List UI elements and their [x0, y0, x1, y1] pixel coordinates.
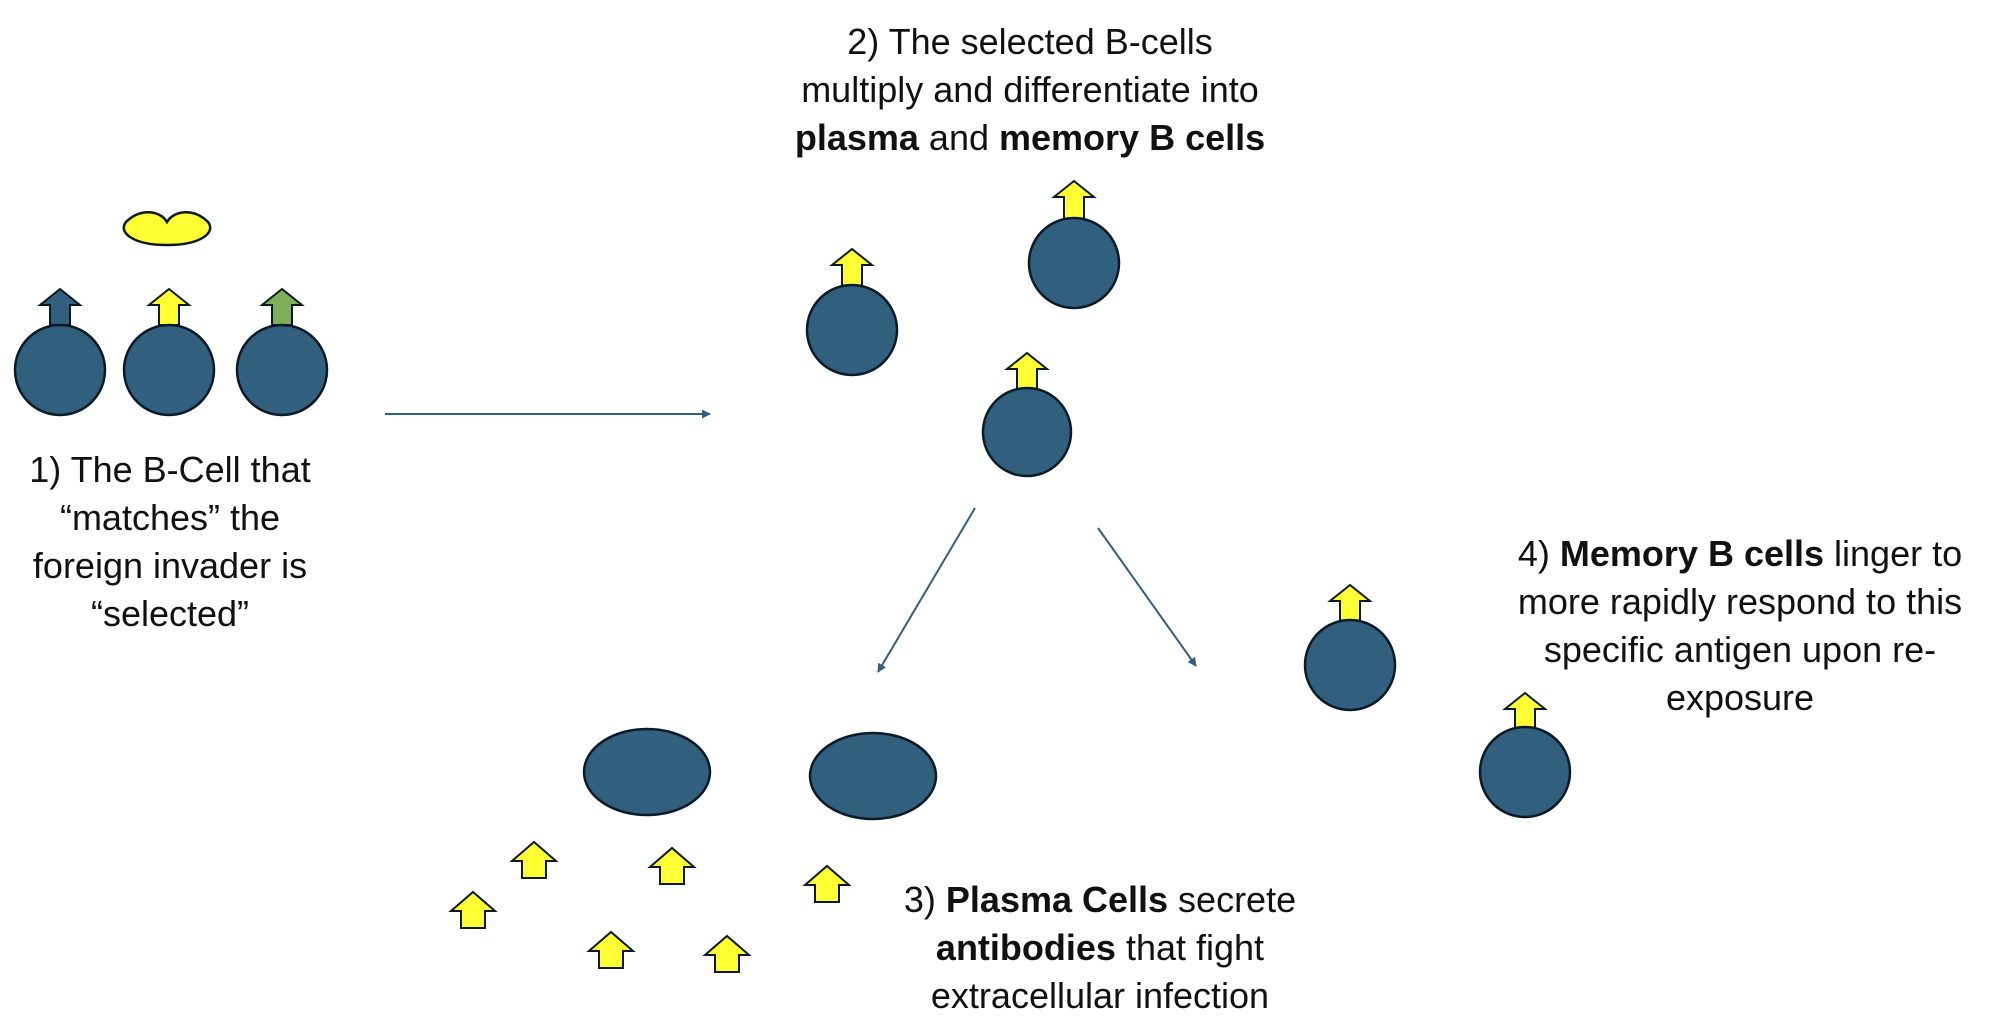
step1-line1: 1) The B-Cell that — [29, 449, 311, 490]
plasma-cell-icon — [808, 731, 938, 821]
step2-line2: multiply and differentiate into — [801, 69, 1259, 110]
step2-connector: and — [918, 117, 999, 158]
plasma-cells-term: Plasma Cells — [945, 879, 1169, 920]
step4-line1-rest: linger to — [1824, 533, 1963, 574]
b-cell-green-receptor — [235, 287, 329, 417]
step1-line3: foreign invader is — [32, 545, 308, 586]
yellow-receptor-icon — [1004, 351, 1050, 390]
memory-b-cell-upper — [1303, 583, 1397, 712]
b-cell-icon — [1478, 725, 1572, 819]
to-plasma-arrow — [877, 507, 976, 673]
b-cell-icon — [235, 323, 329, 417]
memory-b-cell-lower — [1478, 691, 1572, 819]
memory-b-cells-term: Memory B cells — [1559, 533, 1825, 574]
b-cell-icon — [122, 323, 216, 417]
antibody-icon — [586, 930, 636, 969]
step3-line1: 3) Plasma Cells secrete — [820, 876, 1380, 924]
step3-caption: 3) Plasma Cells secrete antibodies that … — [820, 876, 1380, 1020]
step4-line3: specific antigen upon re- — [1543, 629, 1937, 670]
antibodies-term: antibodies — [935, 927, 1116, 968]
step3-prefix: 3) — [903, 879, 946, 920]
step1-line4: “selected” — [90, 593, 250, 634]
yellow-receptor-icon — [1502, 691, 1548, 731]
yellow-receptor-icon — [146, 287, 192, 326]
yellow-receptor-icon — [829, 247, 875, 287]
step2-caption: 2) The selected B-cells multiply and dif… — [740, 18, 1320, 162]
antibody-icon — [448, 890, 498, 929]
step4-prefix: 4) — [1517, 533, 1560, 574]
step1-line2: “matches” the — [59, 497, 281, 538]
antibody-icon — [702, 934, 752, 973]
yellow-receptor-icon — [1051, 179, 1097, 220]
step3-line1-rest: secrete — [1168, 879, 1297, 920]
multiplied-b-cell-top — [1027, 179, 1121, 310]
step4-line4: exposure — [1665, 677, 1815, 718]
b-cell-icon — [1303, 618, 1397, 712]
step3-line2-rest: that fight — [1115, 927, 1265, 968]
b-cell-blue-receptor — [13, 287, 107, 417]
plasma-term: plasma — [794, 117, 919, 158]
b-cell-yellow-receptor-selected — [122, 287, 216, 417]
b-cell-icon — [13, 323, 107, 417]
green-receptor-icon — [259, 287, 305, 326]
antibody-icon — [509, 840, 559, 879]
blue-receptor-icon — [37, 287, 83, 326]
step2-line1: 2) The selected B-cells — [847, 21, 1213, 62]
yellow-receptor-icon — [1327, 583, 1373, 623]
step2-line3: plasma and memory B cells — [740, 114, 1320, 162]
memory-b-cells-term: memory B cells — [999, 117, 1266, 158]
step3-line2: antibodies that fight — [820, 924, 1380, 972]
step4-caption: 4) Memory B cells linger to more rapidly… — [1480, 530, 2000, 722]
step4-line2: more rapidly respond to this — [1517, 581, 1963, 622]
plasma-cell-icon — [582, 727, 712, 817]
to-memory-arrow — [1097, 527, 1197, 667]
multiplied-b-cell-center — [981, 351, 1073, 478]
antigen-icon — [122, 211, 212, 247]
b-cell-icon — [805, 283, 899, 377]
step3-line3: extracellular infection — [930, 975, 1270, 1016]
step1-caption: 1) The B-Cell that “matches” the foreign… — [10, 446, 330, 638]
multiplied-b-cell-left — [805, 247, 899, 377]
b-cell-icon — [981, 386, 1073, 478]
antibody-icon — [802, 864, 852, 903]
antibody-icon — [647, 846, 697, 885]
b-cell-icon — [1027, 216, 1121, 310]
step4-line1: 4) Memory B cells linger to — [1480, 530, 2000, 578]
